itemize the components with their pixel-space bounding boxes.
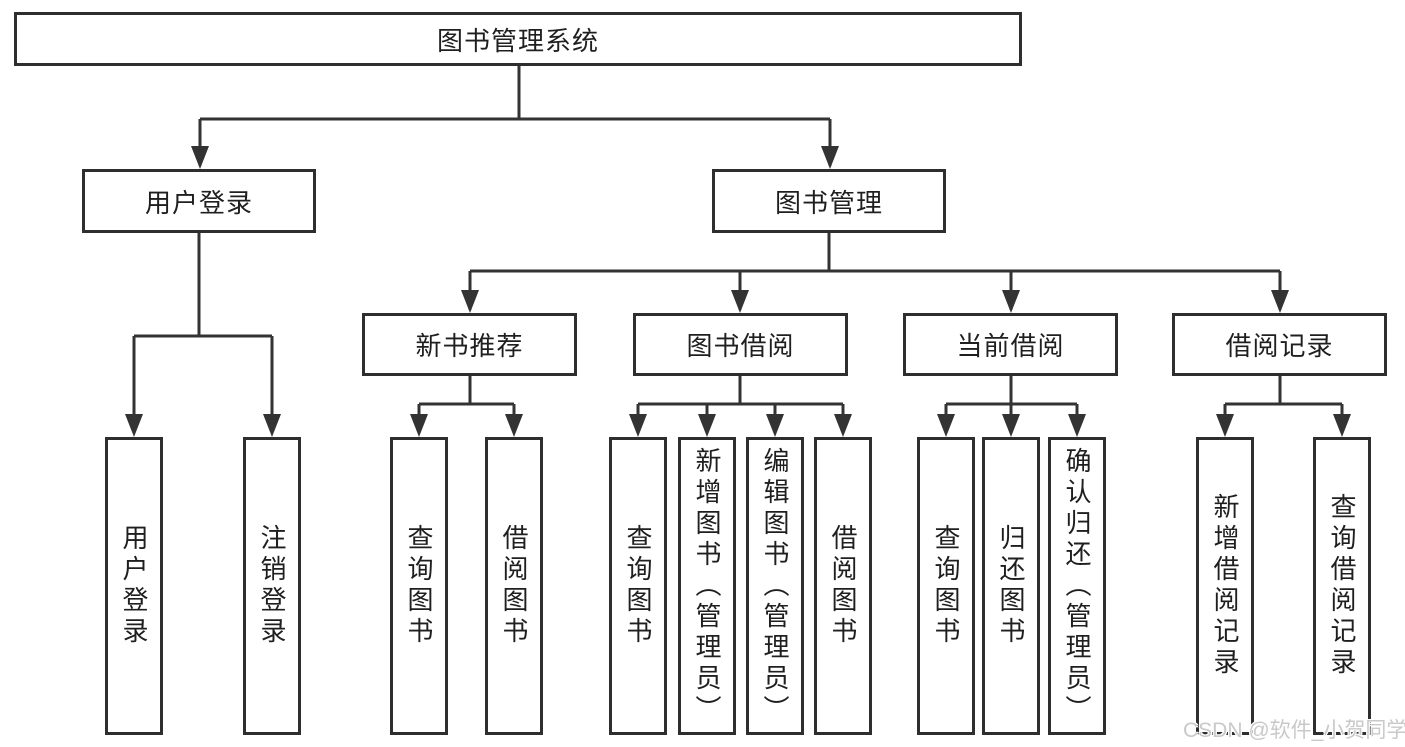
leaf-borrow-books-label: 借阅图书	[499, 524, 529, 648]
leaf-add-borrow-record: 新增借阅记录	[1196, 437, 1254, 735]
leaf-add-borrow-record-label: 新增借阅记录	[1210, 493, 1240, 679]
arrowhead-icon	[766, 414, 784, 437]
arrowhead-icon	[505, 414, 523, 437]
node-root-label: 图书管理系统	[436, 25, 599, 56]
leaf-add-book-admin-label: 新增图书（管理员）	[692, 446, 722, 726]
leaf-edit-book-admin-label: 编辑图书（管理员）	[760, 446, 790, 726]
leaf-query-borrow-record-label: 查询借阅记录	[1327, 493, 1357, 679]
arrowhead-icon	[1271, 290, 1289, 313]
leaf-borrow-books: 借阅图书	[485, 437, 543, 735]
arrowhead-icon	[125, 414, 143, 437]
leaf-confirm-return-admin: 确认归还（管理员）	[1048, 437, 1106, 735]
leaf-edit-book-admin: 编辑图书（管理员）	[746, 437, 804, 735]
arrowhead-icon	[937, 414, 955, 437]
leaf-borrow-books-label: 借阅图书	[828, 524, 858, 648]
node-book-management: 图书管理	[712, 169, 946, 233]
arrowhead-icon	[1002, 290, 1020, 313]
arrowhead-icon	[1068, 414, 1086, 437]
csdn-watermark: CSDN @软件_小贺同学	[1183, 719, 1405, 742]
connector-shafts	[132, 66, 1344, 433]
arrowhead-icon	[263, 414, 281, 437]
leaf-query-books-label: 查询图书	[404, 524, 434, 648]
arrowhead-icon	[1002, 414, 1020, 437]
leaf-user-login: 用户登录	[105, 437, 163, 735]
leaf-query-books: 查询图书	[917, 437, 975, 735]
arrowhead-icon	[1333, 414, 1351, 437]
leaf-query-books: 查询图书	[390, 437, 448, 735]
leaf-return-books-label: 归还图书	[996, 524, 1026, 648]
node-user-login-label: 用户登录	[144, 187, 253, 218]
leaf-borrow-books: 借阅图书	[814, 437, 872, 735]
arrowhead-icon	[821, 146, 839, 169]
leaf-return-books: 归还图书	[982, 437, 1040, 735]
node-user-login: 用户登录	[82, 169, 316, 233]
leaf-user-login-label: 用户登录	[119, 524, 149, 648]
leaf-logout-label: 注销登录	[257, 524, 287, 648]
arrowhead-icon	[461, 290, 479, 313]
node-book-borrowing: 图书借阅	[633, 313, 848, 376]
node-book-management-label: 图书管理	[774, 187, 883, 218]
arrowhead-icon	[410, 414, 428, 437]
arrowhead-icon	[629, 414, 647, 437]
node-borrowing-records-label: 借阅记录	[1225, 331, 1334, 361]
node-new-book-recommendation-label: 新书推荐	[415, 331, 524, 361]
leaf-logout: 注销登录	[243, 437, 301, 735]
node-borrowing-records: 借阅记录	[1172, 313, 1387, 376]
arrowhead-icon	[731, 290, 749, 313]
node-current-borrowing: 当前借阅	[903, 313, 1118, 376]
node-current-borrowing-label: 当前借阅	[956, 331, 1065, 361]
arrow-heads	[125, 146, 1351, 437]
leaf-confirm-return-admin-label: 确认归还（管理员）	[1062, 446, 1092, 726]
node-new-book-recommendation: 新书推荐	[362, 313, 577, 376]
node-root: 图书管理系统	[14, 12, 1022, 66]
leaf-add-book-admin: 新增图书（管理员）	[678, 437, 736, 735]
leaf-query-borrow-record: 查询借阅记录	[1313, 437, 1371, 735]
leaf-query-books: 查询图书	[609, 437, 667, 735]
arrowhead-icon	[834, 414, 852, 437]
arrowhead-icon	[191, 146, 209, 169]
leaf-query-books-label: 查询图书	[623, 524, 653, 648]
arrowhead-icon	[1216, 414, 1234, 437]
leaf-query-books-label: 查询图书	[931, 524, 961, 648]
node-book-borrowing-label: 图书借阅	[686, 331, 795, 361]
arrowhead-icon	[698, 414, 716, 437]
